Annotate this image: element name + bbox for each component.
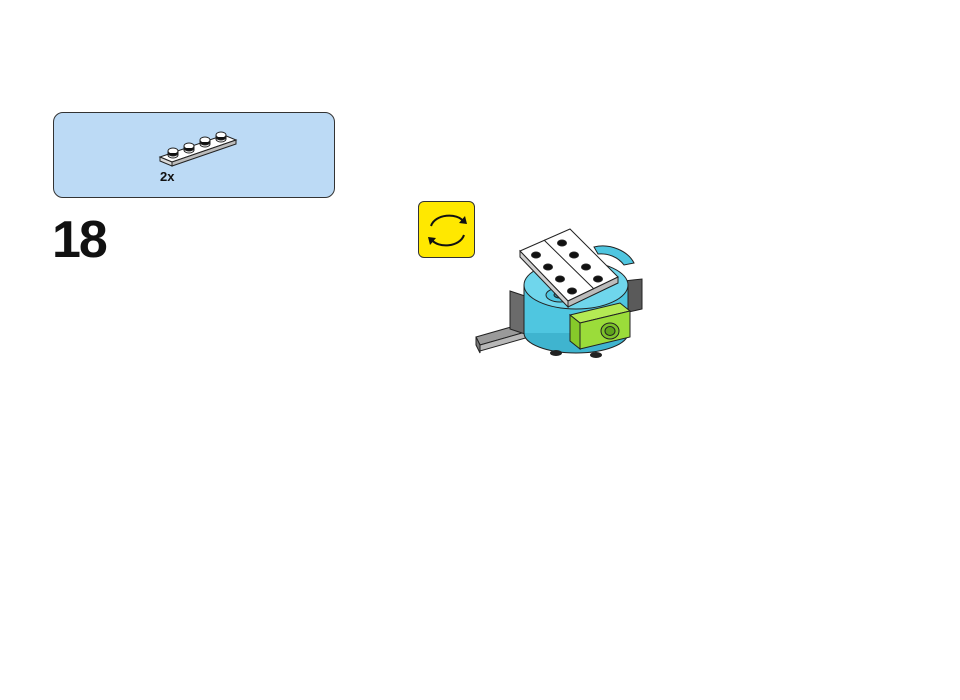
part-quantity: 2x — [160, 169, 175, 184]
assembly-model-image — [475, 228, 643, 358]
rotate-model-icon — [418, 201, 475, 258]
parts-callout: 2x — [53, 112, 335, 198]
white-plate-1x4-icon — [158, 131, 238, 167]
step-number: 18 — [52, 211, 108, 269]
